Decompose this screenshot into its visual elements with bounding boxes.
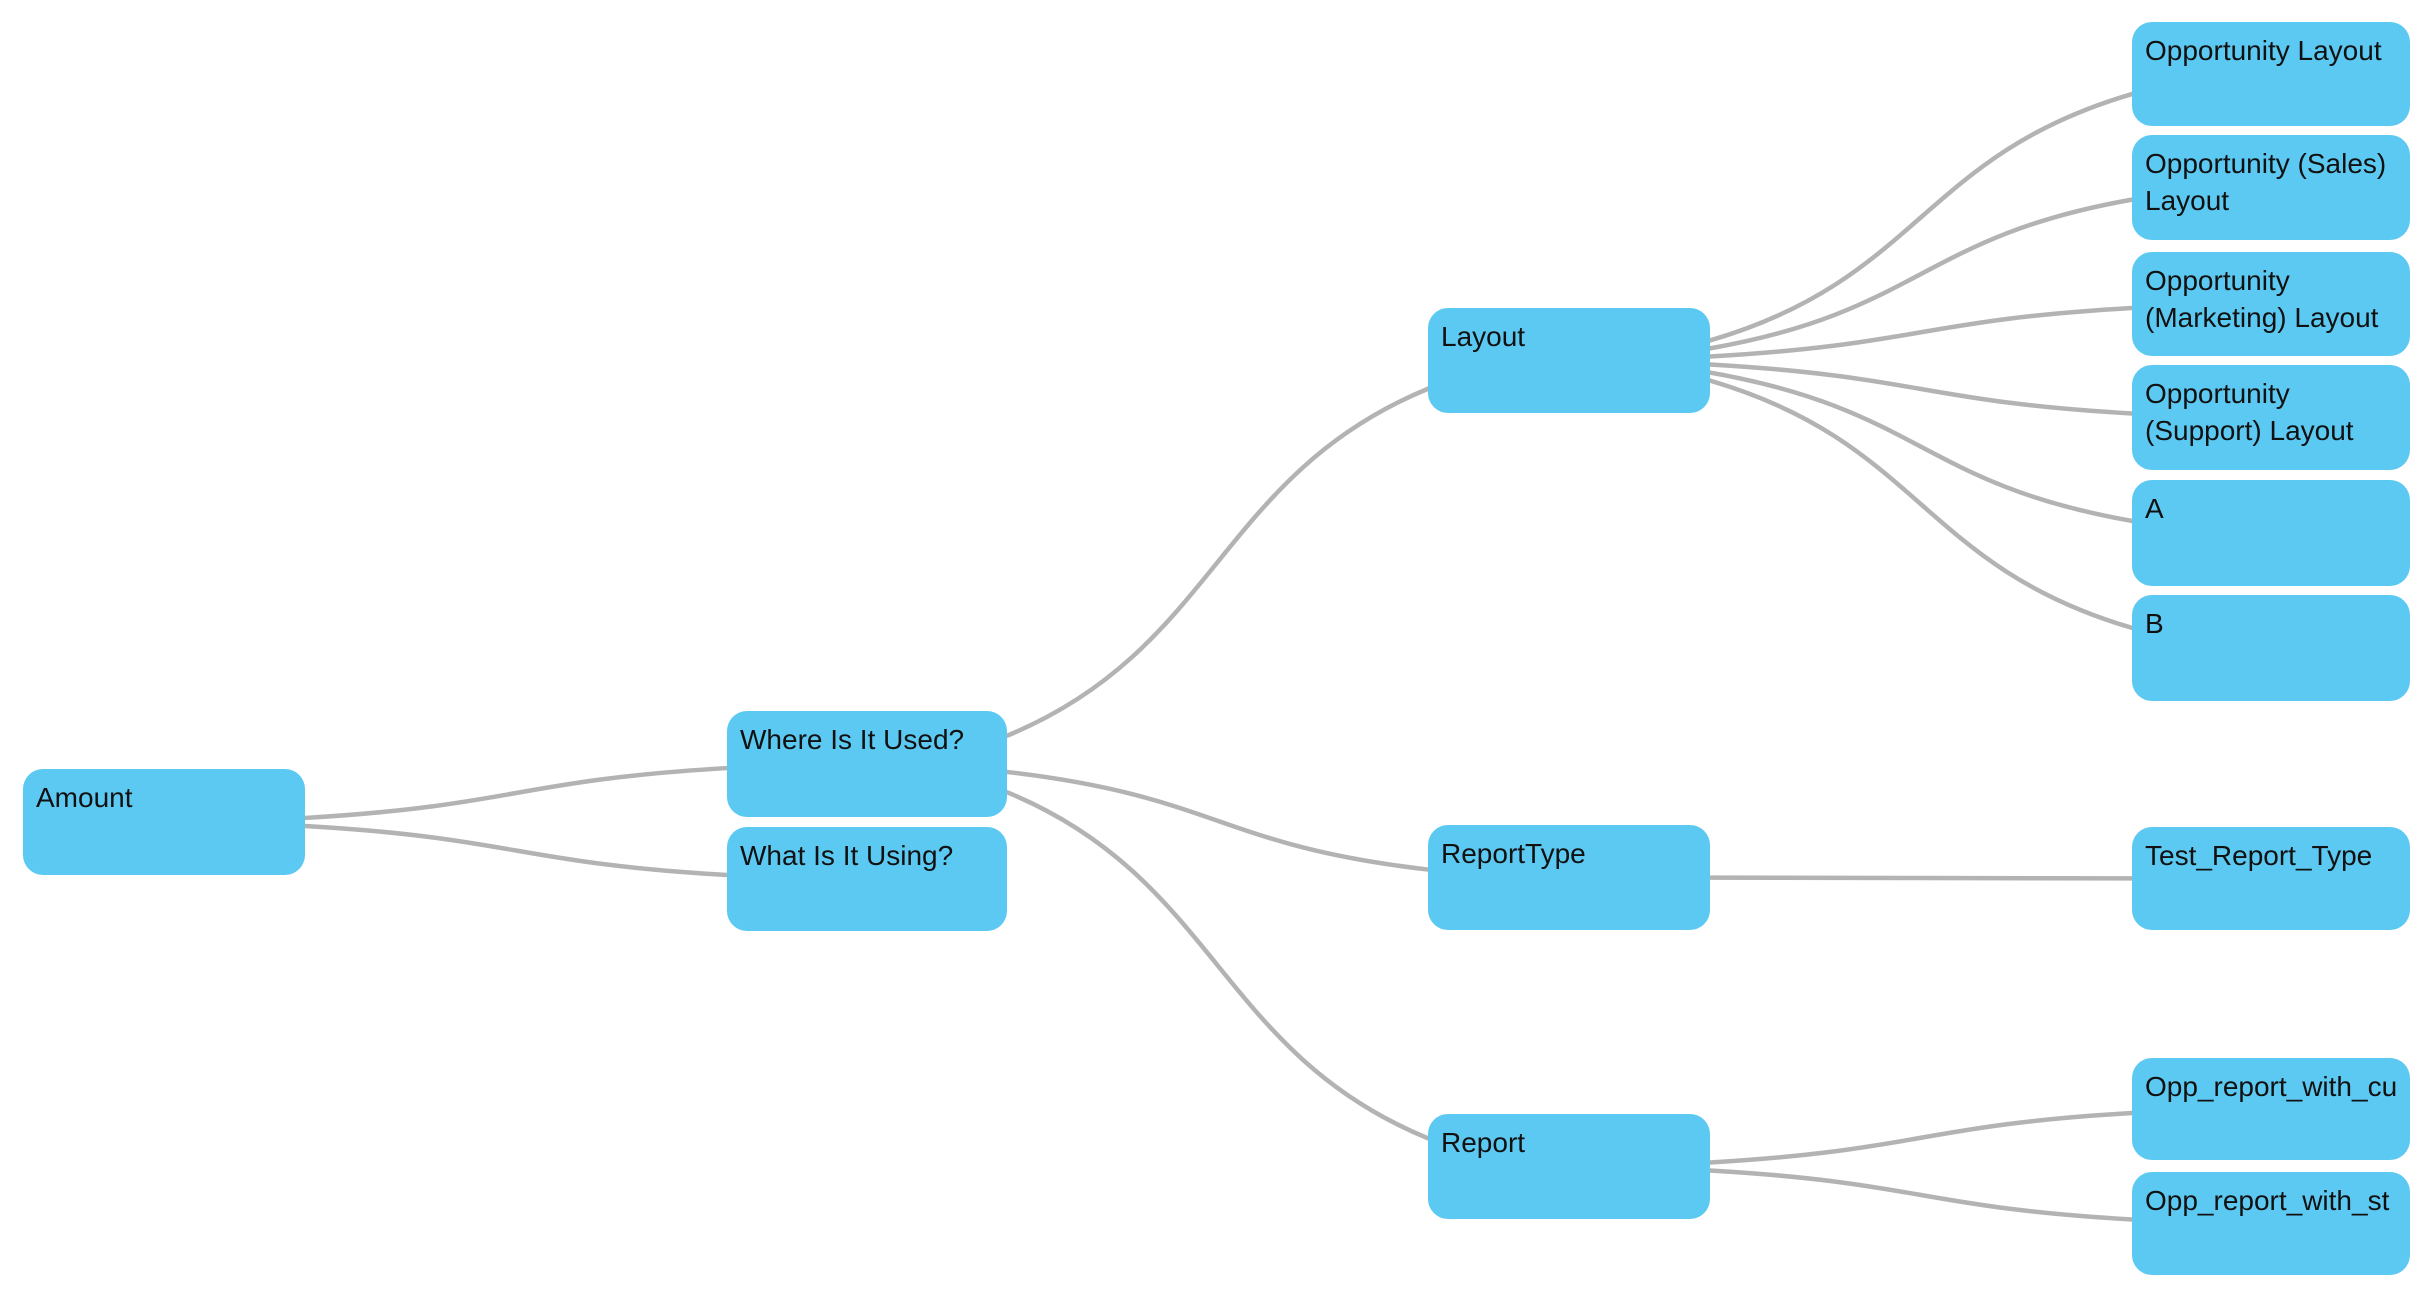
tree-link-where-to-layout — [1004, 386, 1431, 739]
node-label: B — [2145, 608, 2164, 639]
tree-node-test-report-type[interactable]: Test_Report_Type — [2132, 827, 2410, 930]
tree-node-layout[interactable]: Layout — [1428, 308, 1710, 413]
tree-link-layout-to-opp-sales — [1707, 197, 2135, 351]
tree-node-opp-layout[interactable]: Opportunity Layout — [2132, 22, 2410, 126]
tree-node-opp-report-st[interactable]: Opp_report_with_st — [2132, 1172, 2410, 1275]
node-label: Amount — [36, 782, 133, 813]
node-label: Opportunity (Sales) Layout — [2145, 148, 2387, 216]
tree-link-where-to-report — [1004, 789, 1431, 1141]
tree-node-node-a[interactable]: A — [2132, 480, 2410, 586]
node-label: ReportType — [1441, 838, 1586, 869]
tree-node-opp-support[interactable]: Opportunity (Support) Layout — [2132, 365, 2410, 470]
node-label: Opp_report_with_st — [2145, 1185, 2390, 1216]
node-label: What Is It Using? — [740, 840, 954, 871]
node-label: Opp_report_with_cu — [2145, 1071, 2398, 1102]
node-label: Report — [1441, 1127, 1526, 1158]
tree-node-report[interactable]: Report — [1428, 1114, 1710, 1219]
tree-node-opp-marketing[interactable]: Opportunity (Marketing) Layout — [2132, 252, 2410, 356]
tree-node-amount[interactable]: Amount — [23, 769, 305, 875]
tree-node-node-b[interactable]: B — [2132, 595, 2410, 701]
tree-node-opp-report-cu[interactable]: Opp_report_with_cu — [2132, 1058, 2410, 1160]
tree-node-what[interactable]: What Is It Using? — [727, 827, 1007, 931]
tree-link-layout-to-opp-marketing — [1707, 305, 2135, 359]
tree-node-opp-sales[interactable]: Opportunity (Sales) Layout — [2132, 135, 2410, 240]
node-label: Where Is It Used? — [740, 724, 965, 755]
node-label: Layout — [1441, 321, 1526, 352]
tree-link-layout-to-node-a — [1707, 370, 2135, 524]
tree-node-where[interactable]: Where Is It Used? — [727, 711, 1007, 817]
tree-link-layout-to-opp-layout — [1707, 91, 2135, 343]
tree-link-where-to-reporttype — [1004, 769, 1431, 872]
tree-link-layout-to-opp-support — [1707, 362, 2135, 416]
tree-link-reporttype-to-test-report-type — [1707, 875, 2135, 881]
node-label: A — [2145, 493, 2164, 524]
tree-node-reporttype[interactable]: ReportType — [1428, 825, 1710, 930]
node-label: Opportunity (Marketing) Layout — [2145, 265, 2379, 333]
node-label: Opportunity Layout — [2145, 35, 2382, 66]
tree-link-report-to-opp-report-cu — [1707, 1110, 2135, 1165]
tree-link-amount-to-what — [302, 823, 730, 878]
tree-link-amount-to-where — [302, 765, 730, 821]
node-label: Test_Report_Type — [2145, 840, 2373, 871]
tree-link-layout-to-node-b — [1707, 378, 2135, 631]
tree-link-report-to-opp-report-st — [1707, 1168, 2135, 1222]
node-label: Opportunity (Support) Layout — [2145, 378, 2354, 446]
